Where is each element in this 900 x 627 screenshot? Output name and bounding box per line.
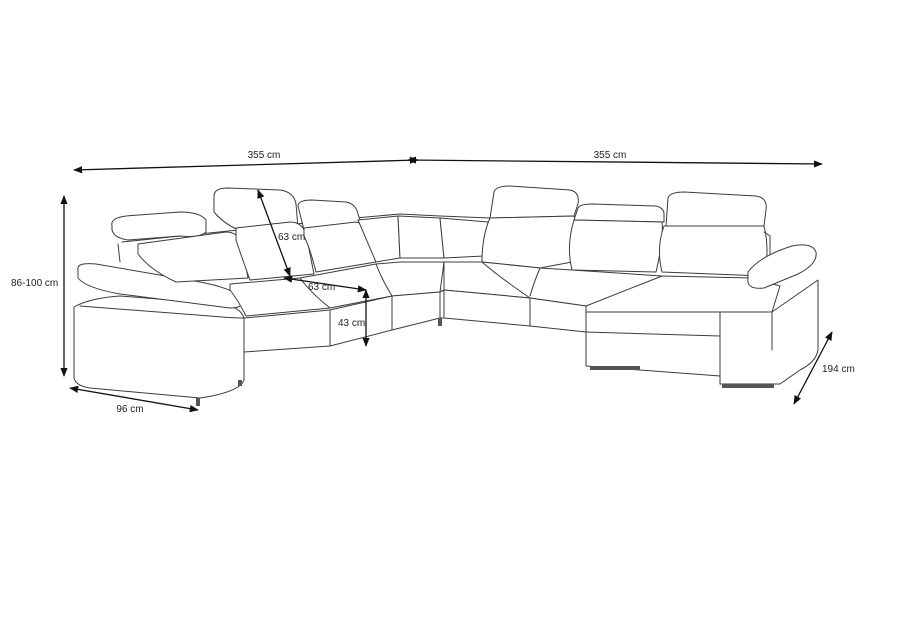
headrest-height-arrow (257, 189, 291, 277)
right-back-cushion-1 (481, 215, 578, 269)
foot (438, 318, 442, 326)
right-headrest-3 (665, 191, 767, 227)
depth-left-label: 96 cm (116, 404, 143, 415)
depth-left-arrow (69, 385, 199, 413)
right-back-cushion-2 (568, 219, 663, 273)
depth-right-arrow (793, 331, 833, 405)
right-headrest-2 (573, 203, 665, 223)
depth-right-label: 194 cm (822, 364, 855, 375)
seat-depth-arrow (283, 275, 367, 293)
right-armrest-pad (747, 244, 817, 289)
foot (722, 384, 774, 388)
foot (590, 366, 640, 370)
left-back-cushion-2 (235, 221, 315, 281)
corner-back-cushion-2 (397, 215, 445, 259)
right-headrest-1 (489, 185, 579, 219)
width-left-label: 355 cm (248, 150, 281, 161)
width-right-arrow (407, 156, 823, 168)
left-back-armrest-pad (111, 211, 207, 241)
seat-depth-label: 63 cm (308, 282, 335, 293)
foot (196, 398, 200, 406)
dimension-lines (60, 156, 833, 413)
corner-back-cushion-3 (439, 217, 489, 259)
left-headrest-2 (297, 199, 363, 231)
corner-sofa (73, 185, 819, 406)
dimension-labels: 355 cm 355 cm 86-100 cm 96 cm 194 cm 63 … (11, 150, 855, 415)
headrest-height-label: 63 cm (278, 232, 305, 243)
seat-height-label: 43 cm (338, 318, 365, 329)
foot (238, 380, 242, 386)
height-label: 86-100 cm (11, 278, 58, 289)
width-left-arrow (73, 156, 419, 174)
left-back-cushion-1 (137, 231, 249, 283)
width-right-label: 355 cm (594, 150, 627, 161)
left-armrest-base (73, 295, 245, 399)
